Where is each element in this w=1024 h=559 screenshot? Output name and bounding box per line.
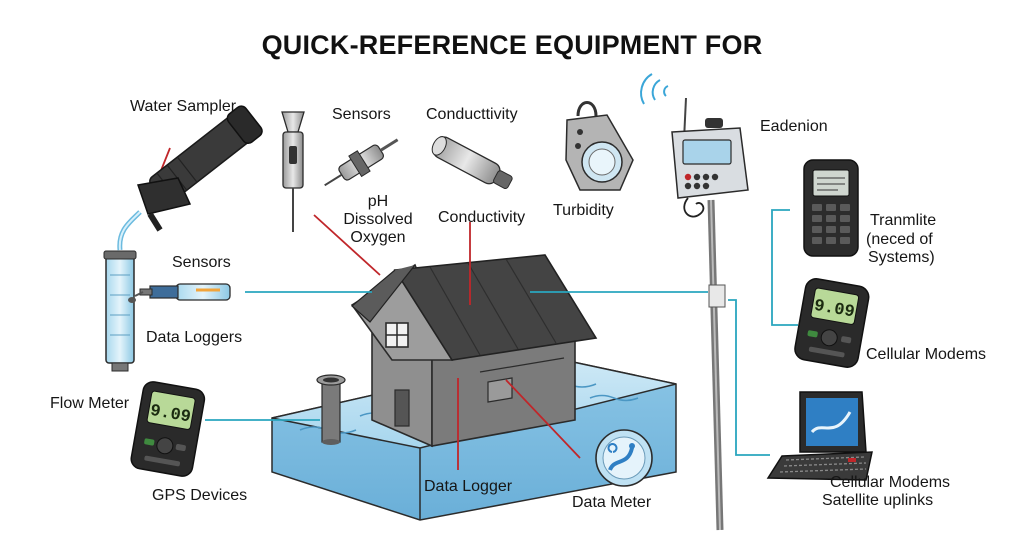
label-data-logger: Data Logger [424,478,513,495]
label-sensors-left: Sensors [172,254,231,271]
label-conductivity: Conductivity [438,209,526,226]
ph-sensor-icon [324,138,399,187]
flow-meter-tube-icon [103,250,137,372]
intake-pipe [316,374,346,445]
water-sampler-icon [117,105,263,251]
label-data-loggers: Data Loggers [146,329,243,346]
label-neced-of: (neced of [866,231,933,248]
label-oxygen: Oxygen [350,229,406,246]
gps-device-icon: 9.09 [130,381,206,477]
teal-leader-lines [205,209,798,456]
label-tranmlite: Tranmlite [870,212,937,229]
label-satellite-uplinks: Satellite uplinks [822,492,934,509]
label-flow-meter: Flow Meter [50,395,130,412]
transmitter-device-icon [803,159,859,257]
turbidity-meter-icon [565,101,634,191]
label-data-meter: Data Meter [572,494,652,511]
label-ph: pH [367,193,389,210]
cellular-modem-device-icon: 9.09 [794,278,870,368]
label-systems: Systems) [868,249,935,266]
label-water-sampler: Water Sampler [130,98,237,115]
label-sensors-top: Sensors [332,106,391,123]
laptop-icon [766,391,873,481]
label-cellular-modems-1: Cellular Modems [866,346,987,363]
page-title: QUICK-REFERENCE EQUIPMENT FOR [261,30,763,60]
monitoring-house [350,254,598,448]
horizontal-sensor-probe-icon [128,283,231,303]
label-turbidity: Turbidity [553,202,614,219]
label-cellular-modems-2: Cellular Modems [830,474,951,491]
label-dissolved: Dissolved [343,211,413,228]
conductivity-probe-icon [431,136,513,190]
telemetry-pole-icon [640,73,749,531]
data-meter-icon [595,429,653,487]
label-gps-devices: GPS Devices [152,487,248,504]
label-conductivity-top: Conducttivity [426,106,518,123]
label-eadenion: Eadenion [760,118,828,135]
vertical-sensor-icon [281,111,305,232]
